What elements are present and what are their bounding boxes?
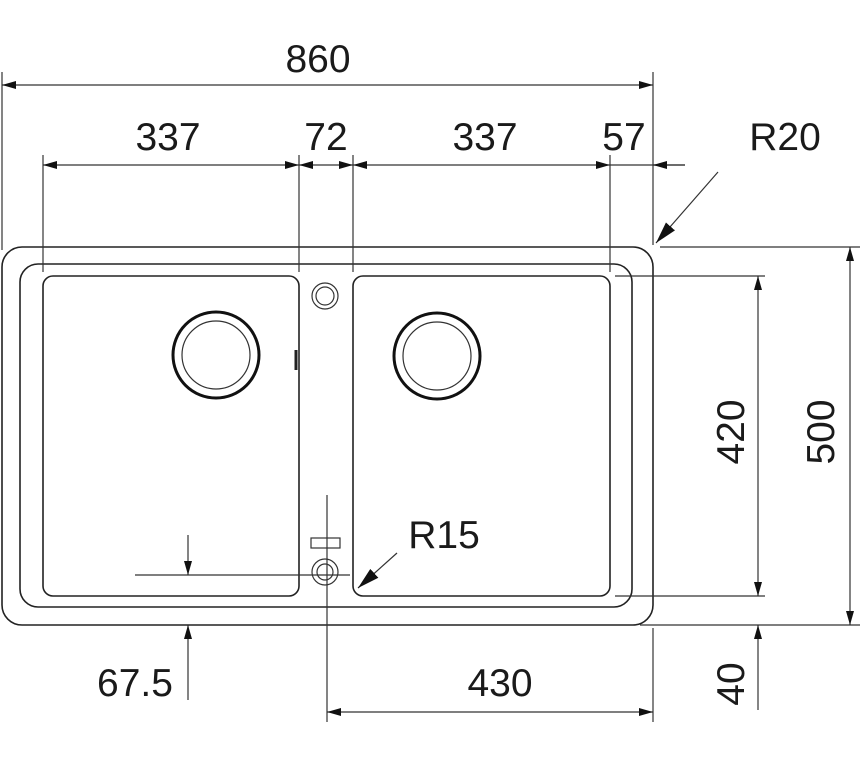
right-drain-icon (392, 311, 482, 401)
dim-front-margin: 40 (710, 662, 753, 705)
dim-divider: 72 (304, 116, 347, 159)
overflow-icon (310, 537, 341, 586)
dim-bowl-depth: 420 (710, 399, 753, 464)
left-drain-icon (171, 310, 261, 400)
dim-inner-radius: R15 (408, 514, 480, 557)
right-bowl (352, 275, 611, 597)
dim-overall-depth: 500 (800, 399, 843, 464)
extension-lines (1, 72, 860, 722)
dim-overflow-to-edge: 430 (467, 662, 532, 705)
dim-drain-offset: 67.5 (97, 662, 173, 705)
dim-overall-width: 860 (285, 38, 350, 81)
dim-left-bowl: 337 (135, 116, 200, 159)
tap-hole-icon (311, 282, 339, 310)
dim-outer-radius: R20 (749, 116, 821, 159)
left-bowl (42, 275, 300, 597)
dimension-lines (2, 81, 854, 716)
dim-right-bowl: 337 (452, 116, 517, 159)
dim-right-margin: 57 (602, 116, 645, 159)
rim (19, 263, 633, 608)
